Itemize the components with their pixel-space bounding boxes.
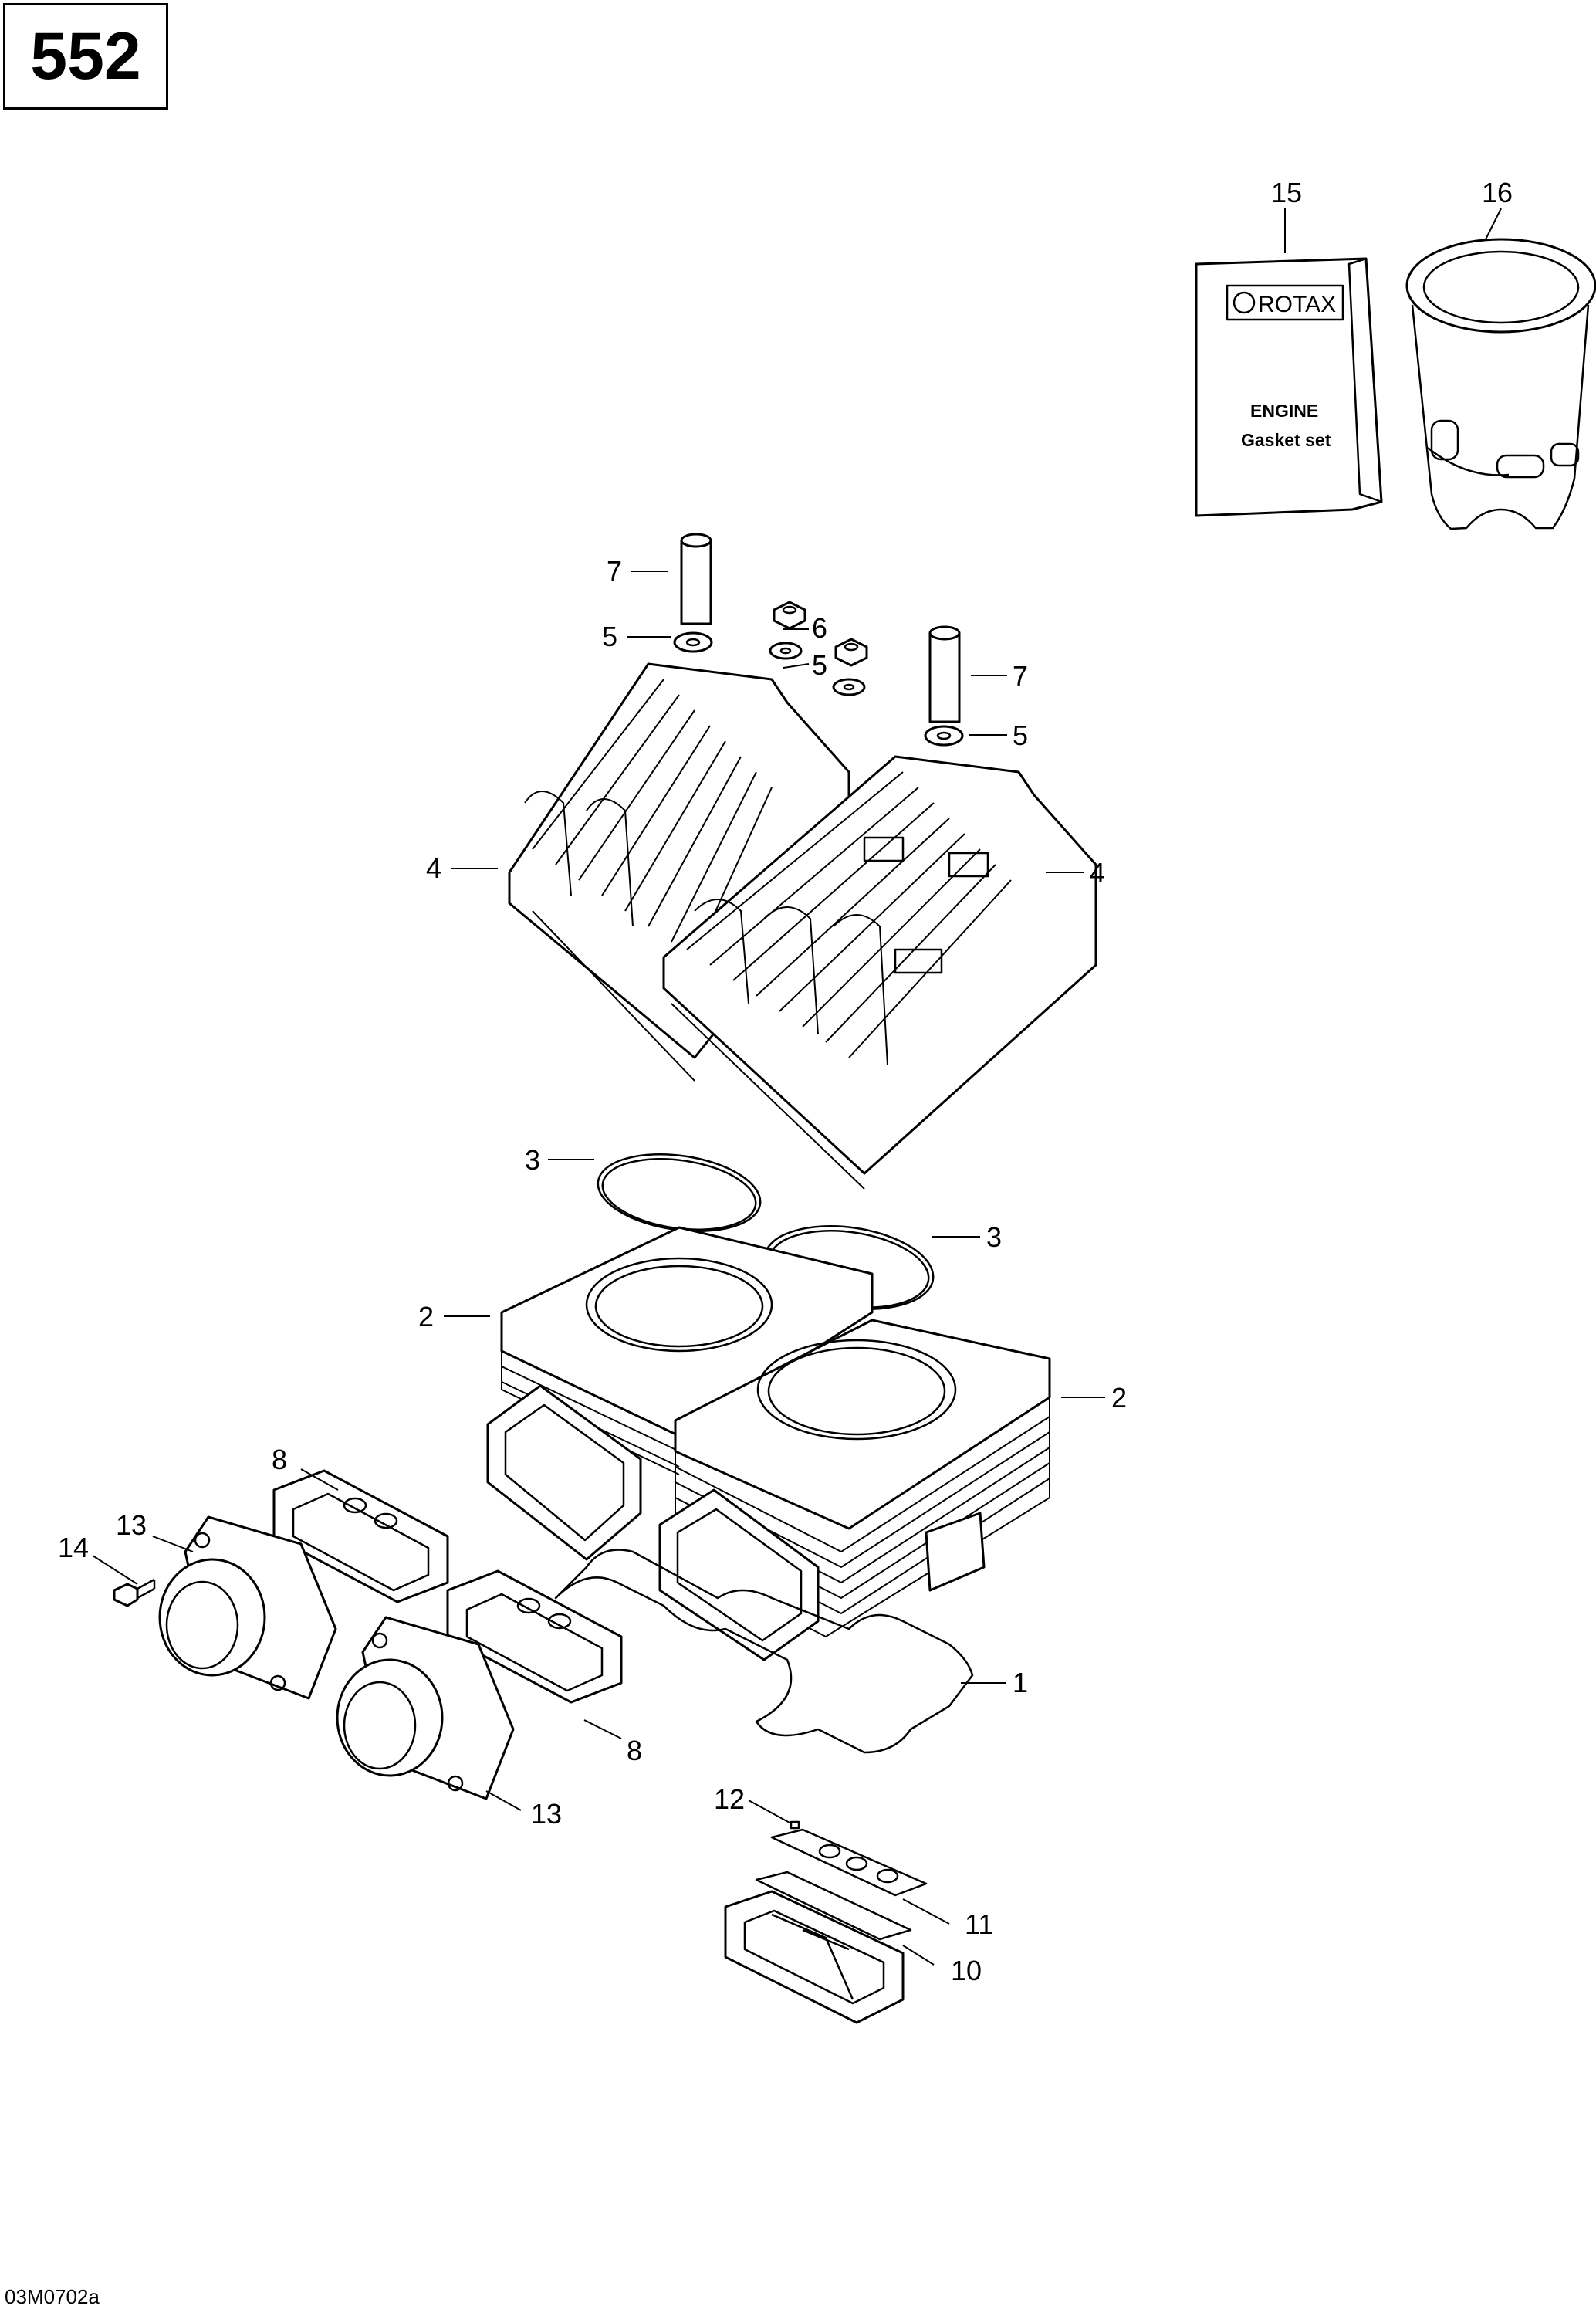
intake-manifold-rear	[158, 1515, 337, 1700]
callout-12: 12	[714, 1783, 745, 1815]
callout-3: 3	[986, 1221, 1002, 1253]
reed-petal-stopper	[770, 1828, 928, 1897]
callout-13: 13	[531, 1798, 562, 1830]
callout-7: 7	[1013, 660, 1028, 692]
callout-15: 15	[1271, 177, 1302, 208]
callout-4: 4	[1090, 857, 1105, 889]
callout-labels: 15 16 7 5 6 5 7 5 4 4 3 3 2 2 8 13 14 1 …	[58, 177, 1513, 1986]
callout-5: 5	[1013, 720, 1028, 751]
mounting-screw	[113, 1578, 156, 1607]
base-gasket	[554, 1549, 974, 1754]
cylinder-head-front	[662, 755, 1097, 1190]
gasket-box-line1: ENGINE	[1250, 401, 1318, 421]
intake-port-rear	[486, 1384, 642, 1561]
callout-10: 10	[951, 1955, 982, 1986]
washer-left	[673, 631, 713, 653]
callout-8: 8	[627, 1735, 642, 1766]
callout-1: 1	[1013, 1667, 1028, 1698]
rotax-logo-icon	[1233, 291, 1256, 314]
drawing-reference-code: 03M0702a	[5, 2285, 100, 2308]
callout-11: 11	[965, 1908, 993, 1940]
stud-right	[928, 625, 961, 723]
cylinder-sleeve	[1405, 238, 1596, 530]
callout-8: 8	[272, 1444, 287, 1475]
intake-manifold-front	[336, 1616, 515, 1800]
leader-lines	[92, 208, 1502, 1966]
washer-right	[924, 725, 964, 747]
callout-5: 5	[812, 649, 827, 681]
reed-stopper-screw	[790, 1820, 800, 1830]
gasket-set-box: ROTAX ENGINE Gasket set	[1195, 257, 1383, 517]
nuts-and-washers-center	[769, 601, 868, 696]
reed-petal	[755, 1871, 912, 1941]
gasket-box-line2: Gasket set	[1241, 430, 1331, 450]
callout-5: 5	[602, 621, 617, 652]
callout-4: 4	[426, 852, 441, 884]
reed-block	[724, 1890, 905, 2024]
callout-2: 2	[418, 1301, 434, 1332]
page-number-box: 552	[3, 3, 168, 110]
gasket-box-brand: ROTAX	[1258, 292, 1336, 317]
stud-left	[680, 533, 712, 625]
page-number: 552	[30, 19, 141, 93]
callout-16: 16	[1482, 177, 1513, 208]
cylinder-rear	[500, 1226, 874, 1475]
callout-6: 6	[812, 612, 827, 644]
callout-14: 14	[58, 1532, 89, 1563]
cylinder-front	[674, 1319, 1051, 1638]
callout-13: 13	[116, 1509, 147, 1541]
callout-2: 2	[1111, 1382, 1127, 1414]
intake-port-front	[658, 1488, 820, 1661]
callout-7: 7	[607, 555, 622, 587]
callout-3: 3	[525, 1144, 540, 1176]
